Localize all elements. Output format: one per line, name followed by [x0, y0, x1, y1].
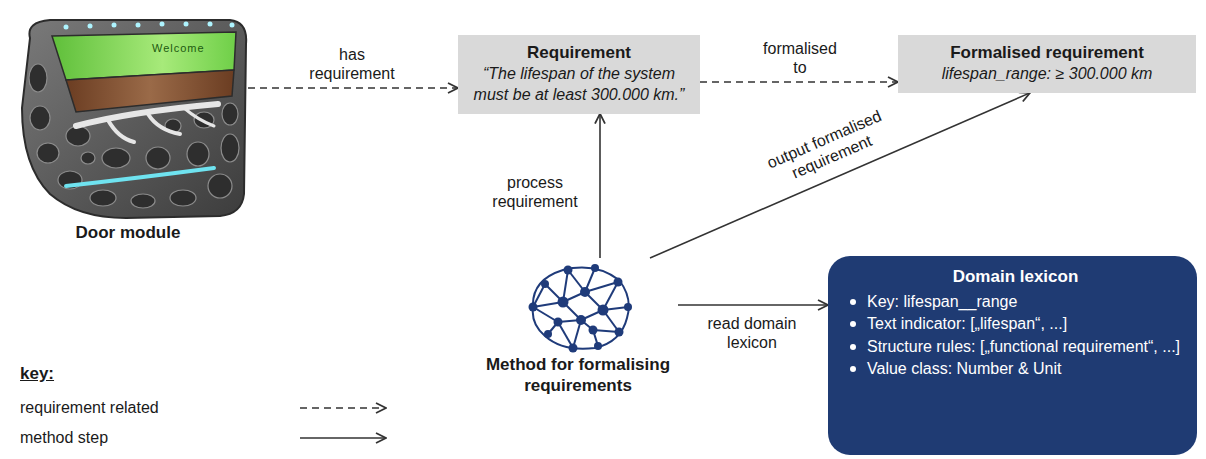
formalised-requirement-box: Formalised requirement lifespan_range: ≥ …: [898, 35, 1196, 93]
bullet-dot: [850, 299, 856, 305]
node-text: “The lifespan of the system must be at l…: [474, 65, 685, 103]
bullet-dot: [850, 344, 856, 350]
node-title: Domain lexicon: [953, 267, 1079, 286]
method-node: Method for formalising requirements: [478, 258, 678, 397]
text-row: Method for formalising requirements: [478, 354, 678, 397]
text-row: Text indicator: [„lifespan“, ...]: [850, 313, 1181, 335]
requirement-box: Requirement “The lifespan of the system m…: [458, 35, 700, 114]
bullet-dot: [850, 366, 856, 372]
edge-label: has requirement: [300, 44, 404, 84]
text-row: Structure rules: [„functional requiremen…: [850, 336, 1181, 358]
method-step-arrow: [650, 93, 1030, 258]
legend-entry: method step: [20, 428, 108, 447]
node-title: Formalised requirement: [950, 43, 1144, 62]
node-title: Method for formalising requirements: [486, 355, 670, 395]
requirement-arrow: [700, 81, 898, 83]
node-text: Value class: Number & Unit: [867, 358, 1061, 380]
method-step-arrow: [678, 304, 828, 306]
text-row: Key: lifespan__range: [850, 291, 1181, 313]
legend-entry: requirement related: [20, 398, 159, 417]
text-row: Value class: Number & Unit: [850, 358, 1181, 380]
door-module-illustration: [8, 8, 248, 220]
door-module: Door module: [8, 8, 248, 243]
node-text: lifespan_range: ≥ 300.000 km: [942, 65, 1153, 82]
node-title: Door module: [76, 223, 181, 242]
text-row: “The lifespan of the system must be at l…: [467, 64, 691, 106]
text-row: Door module: [8, 222, 248, 243]
node-title: Requirement: [527, 43, 631, 62]
text-row: Domain lexicon: [850, 265, 1181, 289]
node-text: Structure rules: [„functional requiremen…: [867, 336, 1180, 358]
text-row: lifespan_range: ≥ 300.000 km: [907, 64, 1187, 85]
bullet-dot: [850, 321, 856, 327]
legend-sample-line: [300, 407, 386, 409]
node-text: Text indicator: [„lifespan“, ...]: [867, 313, 1067, 335]
legend-heading: key:: [20, 364, 54, 384]
text-row: Requirement: [467, 42, 691, 64]
edge-label: read domain lexicon: [696, 313, 808, 353]
requirement-arrow: [248, 87, 458, 89]
domain-lexicon-box: Domain lexiconKey: lifespan__rangeText i…: [828, 256, 1197, 455]
method-step-arrow: [599, 114, 601, 258]
legend-sample-line: [300, 437, 386, 439]
edge-label: process requirement: [483, 172, 587, 212]
edge-label: output formalised requirement: [750, 99, 905, 197]
edge-label: formalised to: [754, 38, 846, 78]
door-display-text: Welcome: [152, 42, 205, 54]
text-row: Formalised requirement: [907, 42, 1187, 64]
node-text: Key: lifespan__range: [867, 291, 1017, 313]
brain-network-icon: [523, 262, 633, 354]
